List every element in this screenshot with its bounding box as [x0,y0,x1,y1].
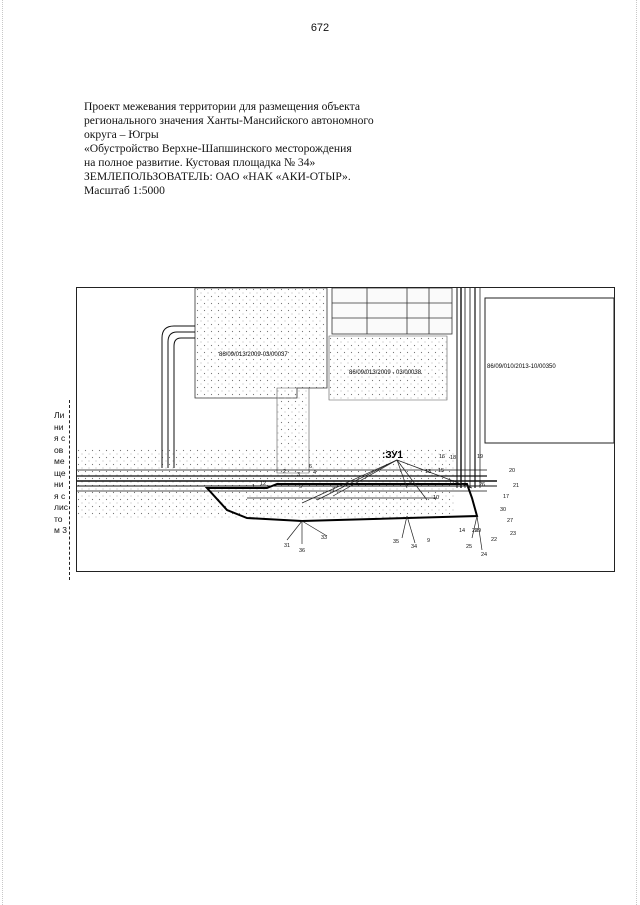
point-label: 14 [459,528,465,534]
point-label: 1 [252,484,255,490]
point-label: 35 [393,539,399,545]
point-label: 3 [297,472,300,478]
parcel-zu1-outline [204,483,479,523]
point-label: 16 [439,454,445,460]
point-label: 9 [427,538,430,544]
point-label: 21 [513,483,519,489]
title-line: ЗЕМЛЕПОЛЬЗОВАТЕЛЬ: ОАО «НАК «АКИ-ОТЫР». [84,170,351,183]
point-label: 31 [284,543,290,549]
point-label: 7 [332,487,335,493]
right-parcel [484,297,614,444]
point-label: 13 [425,469,431,475]
point-label: 26 [479,482,485,488]
dotted-area-right-strip [328,335,448,401]
point-label: 10 [433,495,439,501]
point-label: 22 [491,537,497,543]
point-label: 20 [509,468,515,474]
left-pipe-bends [161,325,195,468]
vertical-pipeline-corridor [456,288,481,488]
point-label: 28 [472,528,478,534]
point-label: 11 [449,480,455,486]
parcel-label: :ЗУ1 [382,450,403,461]
point-label: 36 [299,548,305,554]
match-line-dashes [69,400,70,580]
cadastral-number-3: 86/09/010/2013-10/00350 [487,364,556,370]
left-edge-noise [2,0,4,905]
point-label: 18 [450,455,456,461]
scale-line: Масштаб 1:5000 [84,184,165,197]
point-label: 2 [283,469,286,475]
point-label: 6 [309,464,312,470]
dotted-area-upper-block [194,288,328,399]
cadastral-number-2: 86/09/013/2009 - 03/00038 [349,370,422,376]
point-label: 12 [260,481,266,487]
page-number: 672 [310,22,330,34]
point-labels: 1 2 3 4 5 6 7 8 9 10 11 12 13 14 15 16 1… [252,454,519,558]
point-label: 15 [438,468,444,474]
title-line: на полное развитие. Кустовая площадка № … [84,156,316,169]
point-label: 17 [503,494,509,500]
point-label: 23 [510,531,516,537]
title-line: округа – Югры [84,128,159,141]
point-label: 30 [500,507,506,513]
point-label: 25 [466,544,472,550]
title-line: регионального значения Ханты-Мансийского… [84,114,374,127]
cadastral-number-1: 86/09/013/2009-03/00037 [219,352,288,358]
leader-lines [286,459,483,551]
point-label: 19 [477,454,483,460]
point-label: 29 [475,528,481,534]
map-svg: :ЗУ1 86/09/013/2009-03/00037 86/09/013/2… [77,288,614,558]
cadastral-map: :ЗУ1 86/09/013/2009-03/00037 86/09/013/2… [76,287,615,572]
point-label: 34 [411,544,417,550]
title-block: Проект межевания территории для размещен… [84,100,424,198]
point-label: 8 [409,481,412,487]
title-line: Проект межевания территории для размещен… [84,100,360,113]
built-up-zone [331,288,453,335]
point-label: 4 [313,470,316,476]
right-edge-noise [636,0,638,905]
match-line-label: Линия совмещения с листом 3 [54,410,68,535]
title-line: «Обустройство Верхне-Шапшинского месторо… [84,142,352,155]
dotted-area-road-corridor [77,448,455,518]
main-horizontal-corridor [77,469,497,499]
point-label: 5 [299,484,302,490]
point-label: 24 [481,552,487,558]
point-label: 33 [321,535,327,541]
point-label: 27 [507,518,513,524]
